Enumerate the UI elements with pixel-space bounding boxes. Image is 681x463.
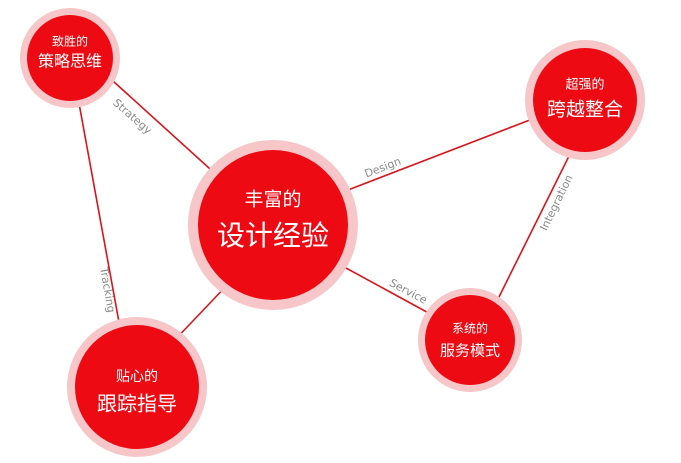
node-strategy-line2: 策略思维 (38, 52, 102, 71)
link-label-tracking: Tracking (97, 265, 118, 313)
node-service-line1: 系统的 (452, 321, 488, 336)
node-center-line1: 丰富的 (244, 189, 301, 211)
node-integration-line2: 跨越整合 (547, 99, 623, 121)
node-center-line2: 设计经验 (217, 219, 329, 252)
node-integration: 超强的 跨越整合 (525, 40, 645, 160)
node-strategy-line1: 致胜的 (52, 34, 88, 49)
node-service: 系统的 服务模式 (418, 288, 522, 392)
node-strategy: 致胜的 策略思维 (20, 8, 120, 108)
node-integration-line1: 超强的 (565, 77, 604, 93)
node-center: 丰富的 设计经验 (188, 140, 358, 310)
link-line-tracking (71, 64, 126, 356)
node-tracking-line2: 跟踪指导 (97, 392, 177, 416)
node-tracking: 贴心的 跟踪指导 (67, 317, 207, 457)
node-tracking-line1: 贴心的 (116, 369, 158, 385)
link-line-integration (494, 149, 573, 306)
link-line-design (334, 117, 536, 196)
link-label-strategy: Strategy (110, 96, 154, 137)
node-service-line2: 服务模式 (440, 342, 500, 360)
